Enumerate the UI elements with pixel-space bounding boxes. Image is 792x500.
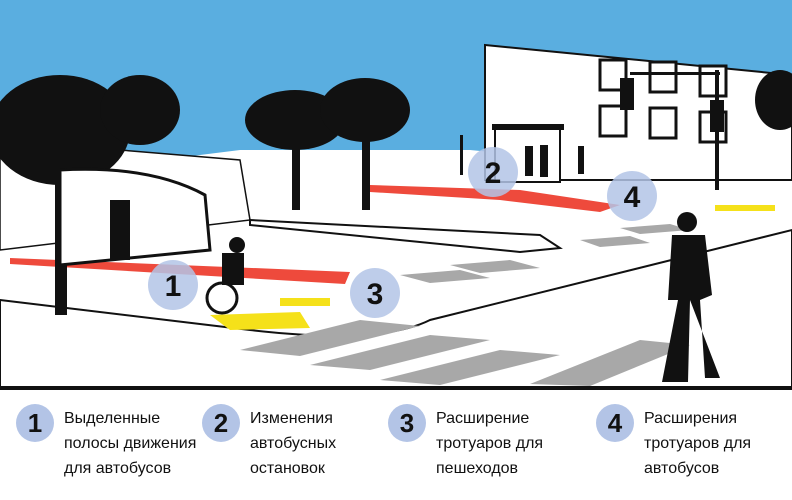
pedestrian [662, 212, 720, 382]
legend-badge: 3 [388, 404, 426, 442]
trees [0, 70, 792, 315]
scene-markers: 1 2 3 4 [148, 147, 657, 318]
legend-badge: 2 [202, 404, 240, 442]
crosswalk [240, 224, 690, 386]
bus-lane-right [370, 185, 620, 212]
marker-4: 4 [607, 171, 657, 221]
marker-2: 2 [468, 147, 518, 197]
marker-3: 3 [350, 268, 400, 318]
traffic-lights [460, 70, 724, 190]
legend-badge: 1 [16, 404, 54, 442]
svg-text:4: 4 [624, 181, 641, 214]
wheelchair-user [205, 237, 245, 315]
median-island [249, 218, 563, 254]
divider-line [0, 386, 792, 390]
curb-extension-yellow [210, 312, 310, 330]
legend-badge: 4 [596, 404, 634, 442]
svg-text:3: 3 [367, 278, 384, 311]
svg-text:2: 2 [485, 157, 502, 190]
bus [58, 167, 212, 267]
curb-ramp-yellow [280, 298, 330, 306]
svg-text:1: 1 [165, 270, 182, 303]
marker-1: 1 [148, 260, 198, 310]
curb-yellow-right [715, 205, 775, 211]
